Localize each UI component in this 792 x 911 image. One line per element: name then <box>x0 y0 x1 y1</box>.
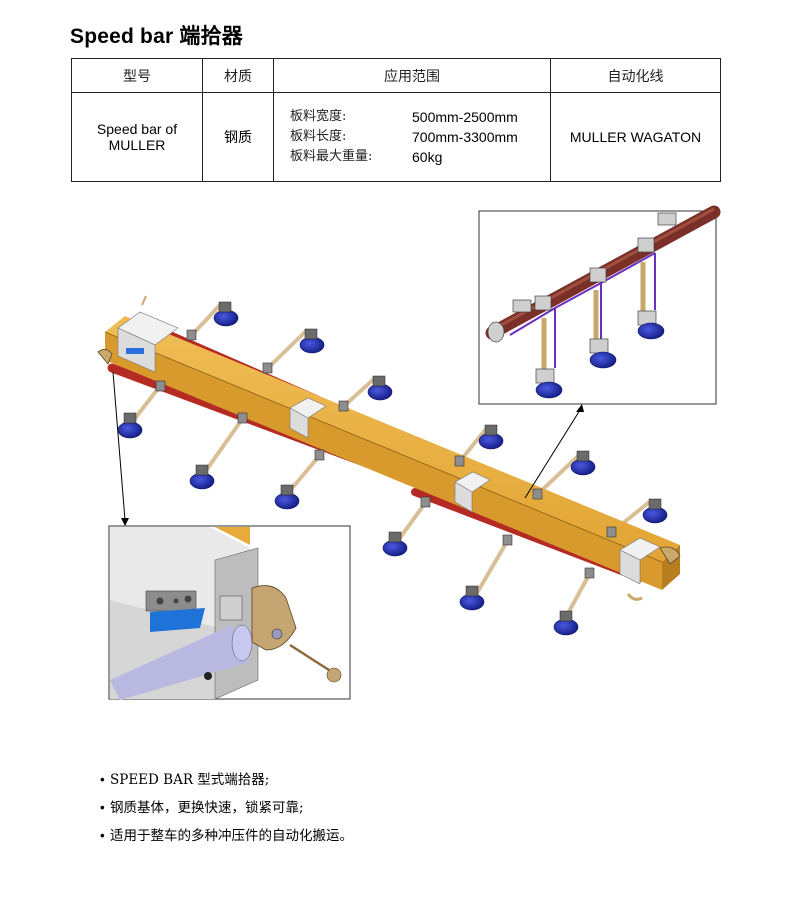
cell-line: MULLER WAGATON <box>550 92 721 182</box>
range-value: 700mm-3300mm <box>412 129 518 145</box>
range-label: 板料宽度: <box>290 109 347 124</box>
header-model: 型号 <box>71 58 203 93</box>
list-item: •适用于整车的多种冲压件的自动化搬运。 <box>100 828 353 844</box>
inset-end-lock-detail <box>108 525 351 700</box>
cell-model: Speed bar of MULLER <box>71 92 203 182</box>
list-item: •SPEED BAR 型式端拾器; <box>100 772 270 788</box>
range-label: 板料长度: <box>290 129 347 144</box>
range-length: 板料长度: 700mm-3300mm <box>290 127 549 147</box>
feature-bullet-list: •SPEED BAR 型式端拾器; •钢质基体，更换快速，锁紧可靠; •适用于整… <box>100 766 353 850</box>
model-line-1: Speed bar of <box>96 121 178 137</box>
table-row: Speed bar of MULLER 钢质 板料宽度: 500mm-2500m… <box>71 92 721 182</box>
cell-range: 板料宽度: 500mm-2500mm 板料长度: 700mm-3300mm 板料… <box>273 92 551 182</box>
range-width: 板料宽度: 500mm-2500mm <box>290 107 549 127</box>
header-range: 应用范围 <box>273 58 551 93</box>
beam-blocks <box>117 311 661 585</box>
range-label: 板料最大重量: <box>290 149 373 164</box>
bullet-text: 适用于整车的多种冲压件的自动化搬运。 <box>110 828 353 844</box>
range-weight: 板料最大重量: 60kg <box>290 147 549 167</box>
header-material: 材质 <box>202 58 274 93</box>
suction-cups <box>117 301 668 636</box>
header-line: 自动化线 <box>550 58 721 93</box>
table-header-row: 型号 材质 应用范围 自动化线 <box>71 58 721 93</box>
spec-table: 型号 材质 应用范围 自动化线 Speed bar of MULLER 钢质 板… <box>71 58 721 182</box>
bullet-text: SPEED BAR 型式端拾器; <box>110 772 270 788</box>
range-value: 60kg <box>412 149 443 165</box>
main-assembly <box>97 295 681 636</box>
model-line-2: MULLER <box>108 137 166 153</box>
bullet-text: 钢质基体，更换快速，锁紧可靠; <box>110 800 304 816</box>
page-title: Speed bar 端拾器 <box>70 25 243 48</box>
speed-bar-illustration <box>97 205 721 700</box>
range-value: 500mm-2500mm <box>412 109 518 125</box>
cell-material: 钢质 <box>202 92 274 182</box>
list-item: •钢质基体，更换快速，锁紧可靠; <box>100 800 304 816</box>
inset-cross-bar-detail <box>478 205 721 405</box>
